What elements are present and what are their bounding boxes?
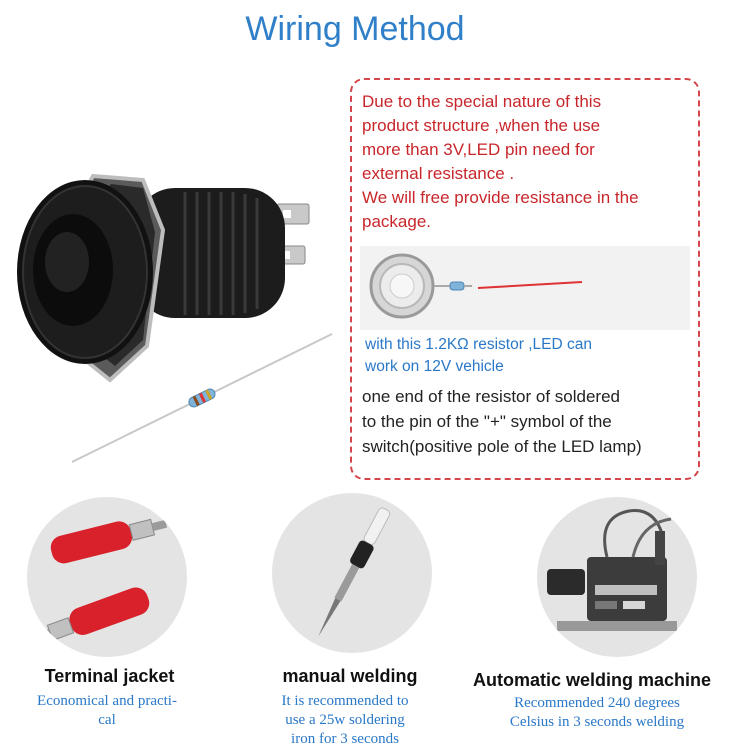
resistor-note-line: with this 1.2KΩ resistor ,LED can (365, 336, 592, 353)
tool-title: Terminal jacket (44, 666, 175, 686)
page-title: Wiring Method (245, 10, 465, 48)
description-line: Economical and practi- (37, 693, 177, 709)
welding-machine-image (537, 497, 697, 657)
resistor-wire-image (70, 330, 340, 470)
tool-title: manual welding (282, 666, 418, 686)
instruction-line: one end of the resistor of soldered (362, 387, 620, 406)
warning-line: We will free provide resistance in the (362, 188, 639, 207)
warning-line: product structure ,when the use (362, 116, 601, 135)
description-line: Celsius in 3 seconds welding (509, 714, 685, 730)
description-line: iron for 3 seconds (291, 731, 399, 747)
resistance-warning: Due to the special nature of this produc… (362, 90, 697, 234)
description-line: use a 25w soldering (285, 712, 405, 728)
description-line: cal (98, 712, 116, 728)
tool-description: Economical and practi- cal (22, 692, 192, 730)
push-button-switch-image (15, 170, 315, 385)
warning-line: external resistance . (362, 164, 515, 183)
instruction-line: switch(positive pole of the LED lamp) (362, 437, 642, 456)
tool-description: It is recommended to use a 25w soldering… (255, 692, 435, 749)
soldering-instruction: one end of the resistor of soldered to t… (362, 384, 697, 459)
instruction-line: to the pin of the "+" symbol of the (362, 412, 612, 431)
notice-box (350, 78, 700, 480)
soldering-iron-image (272, 493, 432, 653)
description-line: Recommended 240 degrees (514, 695, 680, 711)
terminal-jacket-image (27, 497, 187, 657)
tool-description: Recommended 240 degrees Celsius in 3 sec… (482, 694, 712, 732)
warning-line: more than 3V,LED pin need for (362, 140, 595, 159)
warning-line: Due to the special nature of this (362, 92, 602, 111)
description-line: It is recommended to (281, 693, 409, 709)
resistor-note-line: work on 12V vehicle (365, 358, 504, 375)
warning-line: package. (362, 212, 431, 231)
switch-with-resistor-photo (360, 246, 690, 330)
tool-title: Automatic welding machine (472, 670, 712, 690)
